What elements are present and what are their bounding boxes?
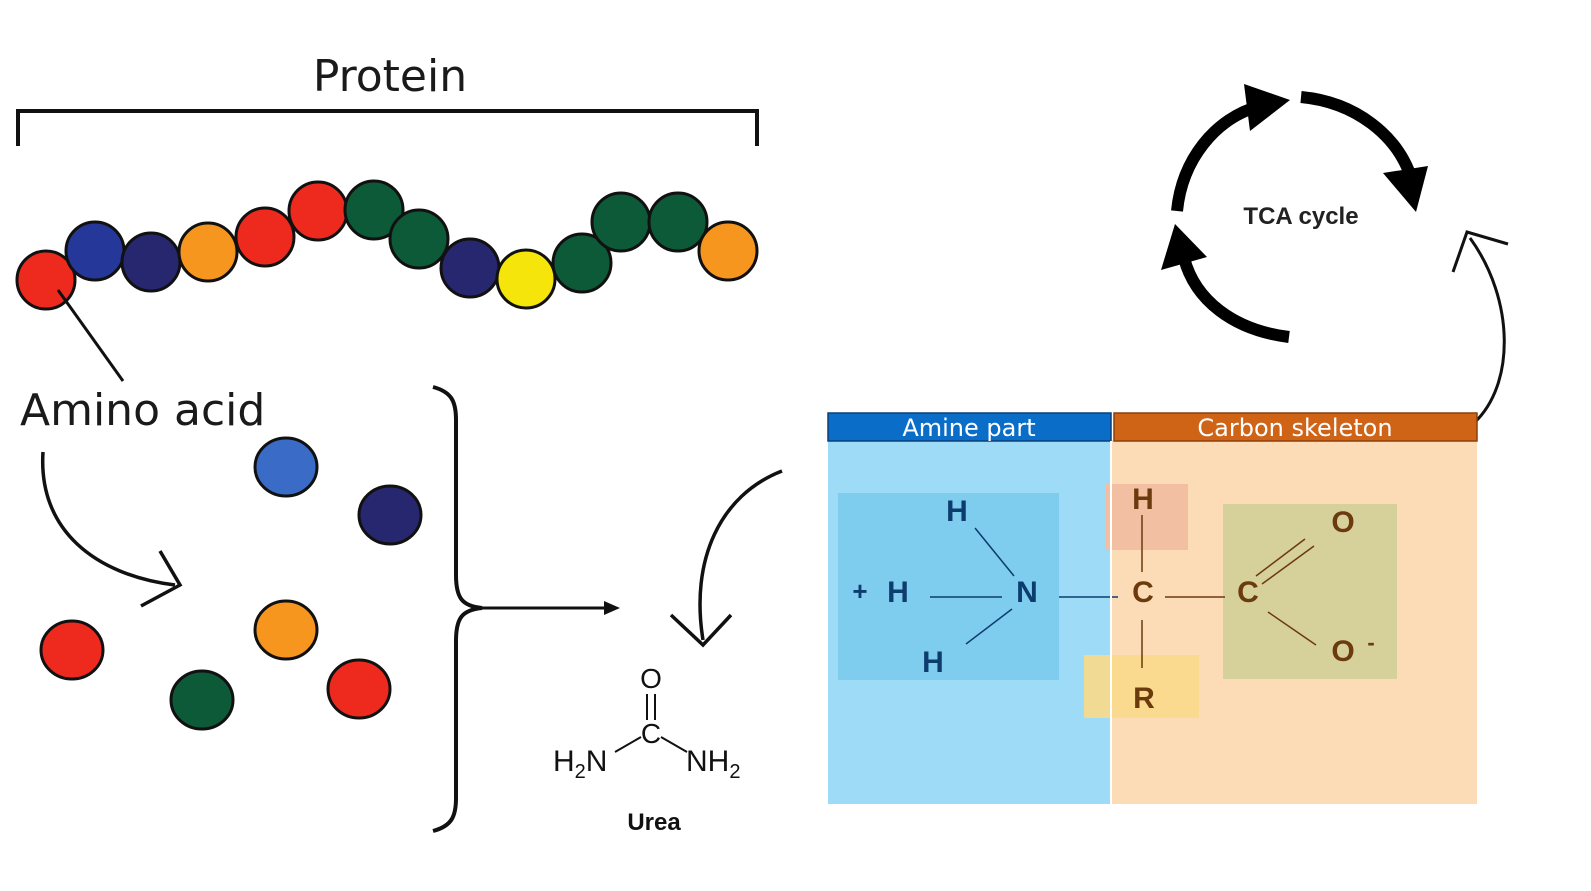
amino-acid-pointer <box>56 289 125 382</box>
chain-bead <box>647 191 709 253</box>
tca-arrow-head <box>1161 224 1207 270</box>
free-amino-acid <box>253 599 319 661</box>
chain-bead <box>343 179 405 241</box>
urea-label: Urea <box>627 809 681 836</box>
protein-bracket <box>16 109 759 146</box>
curly-brace <box>432 385 483 833</box>
carbon-header-label: Carbon skeleton <box>1197 414 1392 442</box>
tca-arc-bottom-left <box>1178 256 1290 343</box>
alpha-c: C <box>1132 576 1154 609</box>
carboxyl-highlight <box>1223 504 1397 679</box>
chain-bead <box>120 231 182 293</box>
amine-header <box>827 412 1112 442</box>
chain-bead <box>495 248 557 310</box>
amino-acid-label: Amino acid <box>20 385 265 436</box>
carbon-to-tca-arrow-head <box>1451 230 1509 273</box>
release-arrow <box>41 451 176 587</box>
carbon-to-tca-arrow <box>1468 237 1506 425</box>
carboxyl-o-bottom: O <box>1331 635 1354 668</box>
tca-arc-top-left <box>1171 100 1262 212</box>
free-amino-acid <box>326 658 392 720</box>
urea-structure: O C H2N NH2 Urea <box>553 663 740 836</box>
urea-right-amine: NH2 <box>686 745 740 783</box>
carboxyl-o-top: O <box>1331 506 1354 539</box>
carboxyl-c: C <box>1237 576 1259 609</box>
urea-o: O <box>640 663 662 694</box>
amine-to-urea-arrow-head <box>669 613 733 648</box>
to-urea-arrow-head <box>604 601 620 615</box>
urea-c: C <box>641 718 661 749</box>
r-group: R <box>1133 682 1155 715</box>
chain-bead <box>234 206 296 268</box>
amine-n: N <box>1016 576 1038 609</box>
tca-arc-top-right <box>1300 91 1418 182</box>
free-amino-acid <box>357 484 423 546</box>
amine-header-label: Amine part <box>902 414 1035 442</box>
tca-label: TCA cycle <box>1243 203 1358 230</box>
urea-left-amine: H2N <box>553 745 607 783</box>
carbon-header <box>1113 412 1478 442</box>
amine-h-left: H <box>887 576 909 609</box>
chain-bead <box>177 221 239 283</box>
chain-bead <box>697 220 759 282</box>
alpha-h-highlight <box>1106 484 1188 550</box>
release-arrow-head <box>140 550 183 608</box>
tca-arrow-head <box>1383 166 1428 212</box>
chain-bead <box>551 232 613 294</box>
chain-bead <box>388 208 450 270</box>
free-amino-acids <box>39 436 423 731</box>
protein-label: Protein <box>313 51 467 102</box>
chain-bead <box>287 180 349 242</box>
chain-bead <box>439 237 501 299</box>
free-amino-acid <box>169 669 235 731</box>
free-amino-acid <box>39 619 105 681</box>
ammonium-highlight <box>838 493 1059 680</box>
amine-to-urea-arrow <box>698 469 783 641</box>
amine-h-top: H <box>946 495 968 528</box>
tca-arrow-head <box>1244 84 1290 131</box>
tca-cycle: TCA cycle <box>1161 84 1428 343</box>
plus-charge: + <box>852 576 867 606</box>
free-amino-acid <box>253 436 319 498</box>
alpha-h: H <box>1132 483 1154 516</box>
minus-charge: - <box>1367 630 1374 655</box>
protein-chain <box>15 179 759 311</box>
amino-acid-structure: Amine part Carbon skeleton + H H H N H C… <box>827 412 1478 804</box>
chain-bead <box>590 191 652 253</box>
amine-h-bottom: H <box>922 646 944 679</box>
chain-bead <box>64 220 126 282</box>
